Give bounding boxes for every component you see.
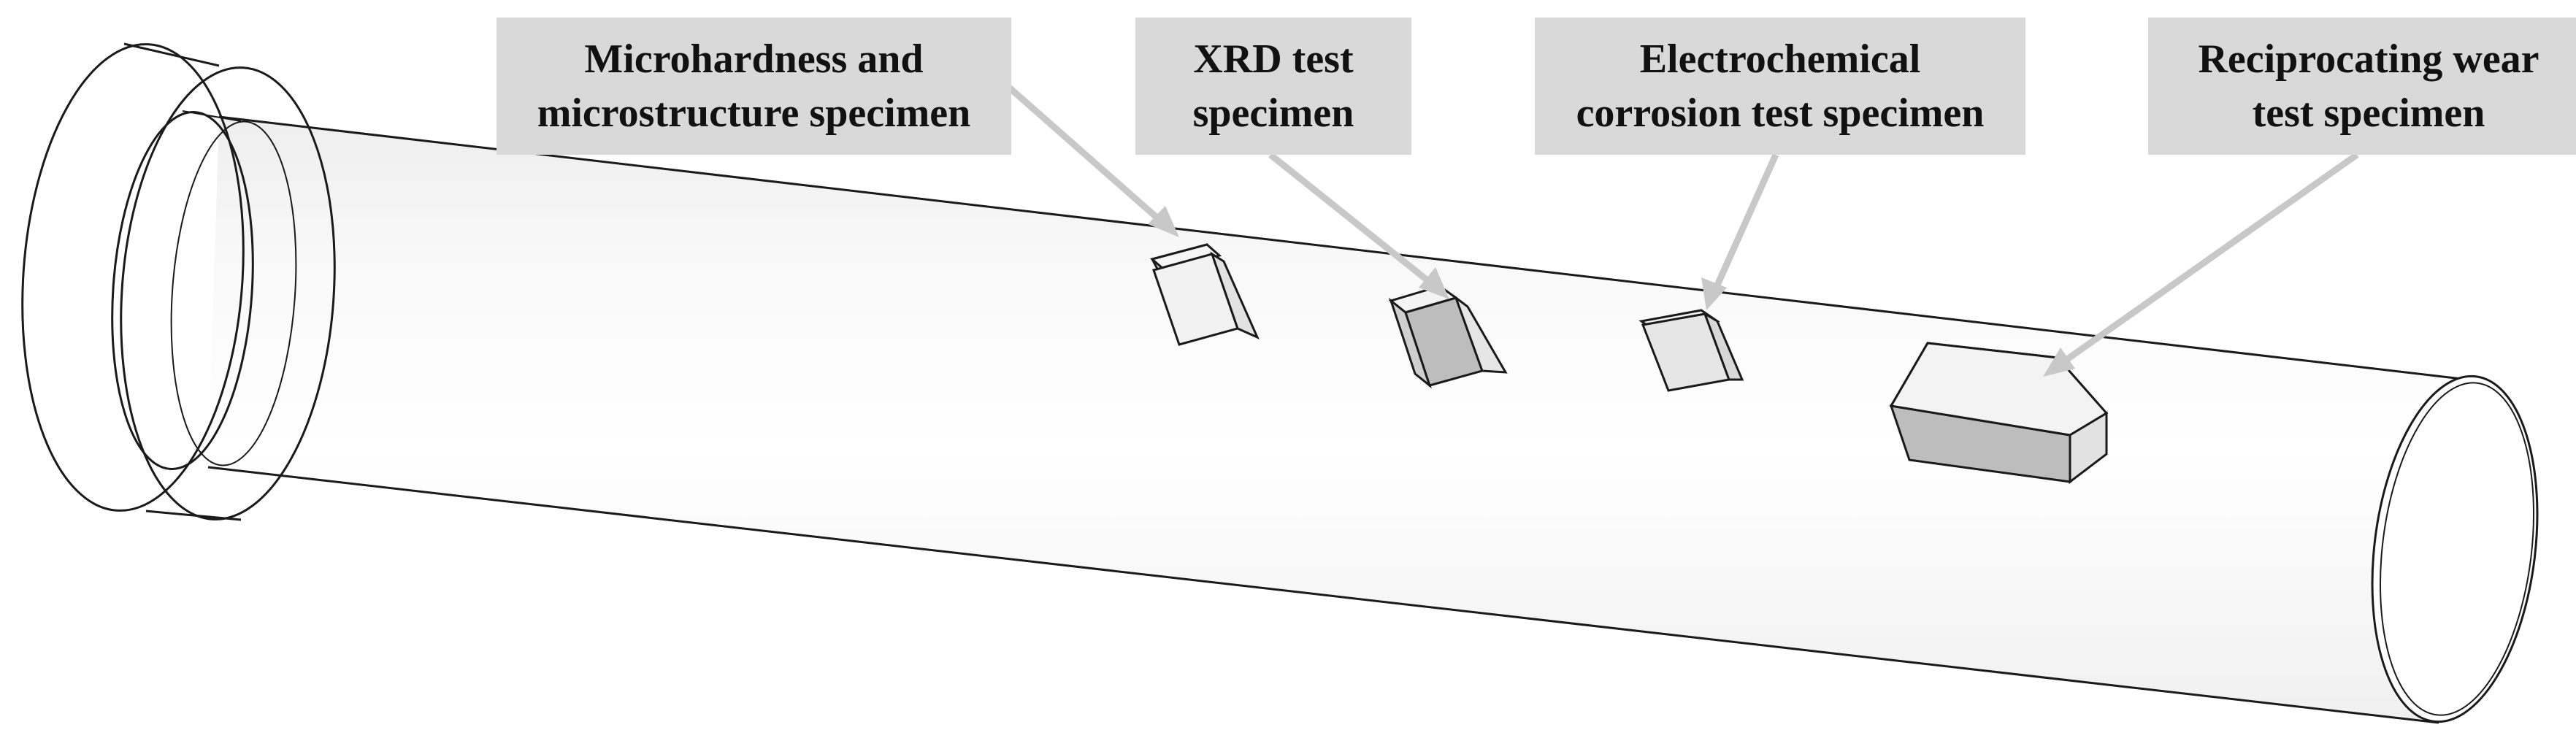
arrowhead-electrochemical	[1701, 277, 1727, 310]
specimen-electrochemical	[1638, 309, 1744, 392]
callout-wear-label: Reciprocating wear test specimen	[2198, 36, 2539, 136]
callout-xrd-label: XRD test specimen	[1192, 36, 1354, 136]
arrowhead-wear	[2043, 347, 2075, 377]
specimen-2-side	[1453, 294, 1508, 374]
pipe-flange	[21, 42, 336, 521]
specimen-microhardness	[1149, 243, 1260, 346]
flange-top-edge-inner	[182, 110, 242, 122]
pipe-tube	[207, 115, 2469, 724]
right-end-outer	[2371, 374, 2539, 723]
arrowhead-microhardness	[1148, 206, 1179, 237]
specimen-xrd	[1388, 285, 1508, 389]
specimen-1-side	[1210, 251, 1260, 339]
callout-microhardness-label: Microhardness and microstructure specime…	[537, 36, 971, 136]
callout-xrd: XRD test specimen	[1135, 18, 1411, 155]
flange-inner-front	[111, 111, 254, 470]
arrowhead-xrd	[1419, 267, 1449, 299]
specimen-4-side	[2069, 411, 2108, 485]
arrow-electrochemical	[1709, 153, 1779, 296]
flange-top-edge	[123, 42, 220, 67]
callout-microhardness: Microhardness and microstructure specime…	[497, 18, 1011, 155]
flange-outer-front	[21, 43, 245, 512]
flange-bottom-edge	[145, 510, 242, 521]
tube-body	[208, 117, 2468, 723]
specimen-1-front	[1149, 243, 1222, 272]
arrow-xrd	[1268, 152, 1441, 292]
flange-outer-back	[120, 66, 336, 520]
callout-electrochemical-label: Electrochemical corrosion test specimen	[1576, 36, 1985, 136]
pipe-right-end	[2371, 374, 2539, 723]
tube-top-edge	[218, 115, 2469, 381]
right-end-inner	[2379, 382, 2535, 716]
arrow-microhardness	[1005, 83, 1169, 229]
specimen-3-side	[1703, 311, 1744, 381]
arrow-wear	[2057, 152, 2359, 368]
callout-electrochemical: Electrochemical corrosion test specimen	[1535, 18, 2025, 155]
callout-arrows	[1005, 83, 2359, 377]
tube-bottom-edge	[207, 466, 2439, 724]
flange-inner-back	[170, 120, 297, 466]
callout-wear: Reciprocating wear test specimen	[2148, 18, 2576, 155]
